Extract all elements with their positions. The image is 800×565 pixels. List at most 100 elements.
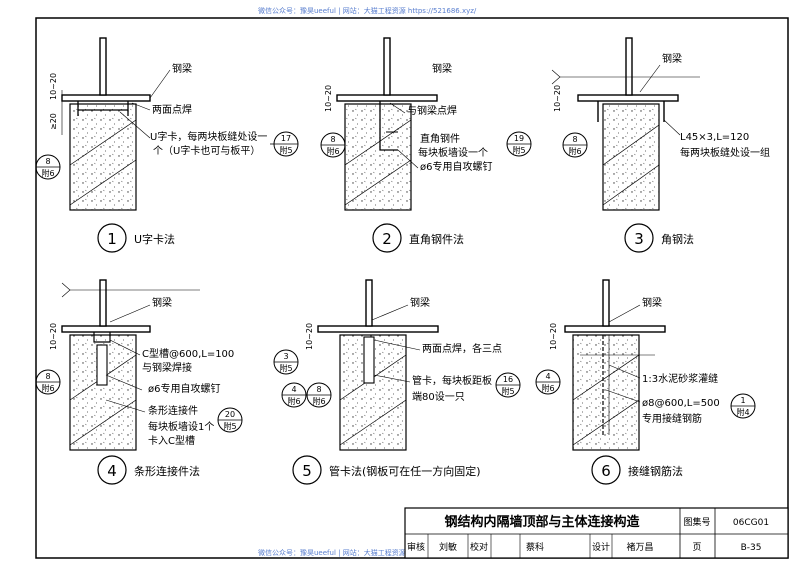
ref2-bot: 附5 [223, 421, 236, 431]
dim-a: 10~20 [549, 323, 558, 350]
label-bar2: 专用接缝钢筋 [642, 412, 702, 425]
label-n2: 卡入C型槽 [148, 434, 195, 447]
side-ref-top: 8 [45, 157, 50, 166]
side-ref-bot: 附6 [568, 146, 581, 156]
steel-beam-web [99, 37, 107, 96]
label-pipe: 管卡，每块板距板 [412, 374, 492, 387]
detail-title: 管卡法(钢板可在任一方向固定) [329, 464, 481, 478]
side-ref-bot: 附6 [541, 383, 554, 393]
steel-beam-flange [61, 94, 151, 102]
side-ref-bot: 附6 [326, 146, 339, 156]
detail-title: U字卡法 [134, 232, 175, 246]
strip-connector [96, 344, 108, 386]
steel-beam-web [383, 37, 391, 96]
detail-6: 钢梁 1:3水泥砂浆灌缝 ø8@600,L=500 专用接缝钢筋 1 附4 10… [535, 279, 756, 485]
ref-bot: 附5 [512, 145, 525, 155]
side-ref-top: 8 [330, 135, 335, 144]
atlas-label: 图集号 [683, 516, 710, 528]
label-note: 每块板墙设一个 [418, 146, 488, 159]
atlas-no: 06CG01 [733, 518, 769, 528]
watermark-bottom: 微信公众号：豫昊ueeful | 网站：大猫工程资源 https://52168… [258, 549, 477, 557]
side-ref2-bot: 附6 [312, 396, 325, 406]
ref-bot: 附5 [501, 386, 514, 396]
label-weld: 与钢梁点焊 [407, 104, 457, 117]
label-c1: C型槽@600,L=100 [142, 347, 234, 360]
label-screw: ø6专用自攻螺钉 [148, 382, 220, 395]
side-ref-bot: 附6 [41, 383, 54, 393]
wall-panel [69, 103, 137, 211]
detail-number: 4 [107, 462, 117, 480]
label-beam: 钢梁 [642, 296, 662, 309]
side-ref-top: 8 [572, 135, 577, 144]
label-beam: 钢梁 [152, 296, 172, 309]
label-note1: U字卡，每两块板缝处设一 [150, 130, 267, 143]
label-beam-ref: 钢梁 [432, 62, 452, 75]
page-no: B-35 [741, 543, 762, 553]
detail-title: 角钢法 [661, 232, 694, 246]
label-note: 每两块板缝处设一组 [680, 146, 770, 159]
label-angle: 直角钢件 [420, 132, 460, 145]
label-beam: 钢梁 [172, 62, 192, 75]
detail-number: 3 [634, 230, 644, 248]
label-strip: 条形连接件 [148, 404, 198, 417]
label-bar: ø8@600,L=500 [642, 398, 720, 409]
label-weld: 两面点焊，各三点 [422, 342, 502, 355]
steel-beam-flange [336, 94, 438, 102]
ref-top: 16 [503, 375, 513, 384]
steel-beam-flange [577, 94, 679, 102]
side-ref1-bot: 附6 [287, 396, 300, 406]
angle-steel [597, 101, 665, 122]
dim-a: 10~20 [305, 323, 314, 350]
label-n1: 每块板墙设1个 [148, 420, 214, 433]
review-name: 刘敏 [439, 541, 457, 553]
wall-panel [602, 103, 660, 211]
wall-panel [344, 103, 412, 211]
watermark-top: 微信公众号：豫昊ueeful | 网站：大猫工程资源 https://52168… [258, 7, 477, 15]
steel-beam-flange [564, 325, 666, 333]
dim-a: 10~20 [324, 85, 333, 112]
steel-beam-flange [317, 325, 439, 333]
steel-beam-web [625, 37, 633, 96]
check-name: 蔡科 [526, 541, 544, 553]
ref-top: 17 [281, 134, 291, 143]
label-c2: 与钢梁焊接 [142, 361, 192, 374]
ref2-top: 20 [225, 410, 235, 419]
label-angle: L45×3,L=120 [680, 132, 749, 143]
label-screw: ø6专用自攻螺钉 [420, 160, 492, 173]
label-beam: 钢梁 [410, 296, 430, 309]
detail-2: 钢梁 与钢梁点焊 直角钢件 每块板墙设一个 ø6专用自攻螺钉 19 附5 10~… [320, 37, 532, 253]
steel-beam-web [602, 279, 610, 327]
dim-a: 10~20 [49, 323, 58, 350]
detail-number: 5 [302, 462, 312, 480]
page-label: 页 [692, 542, 701, 553]
detail-4: 钢梁 C型槽@600,L=100 与钢梁焊接 ø6专用自攻螺钉 条形连接件 每块… [35, 279, 299, 485]
ref-top: 1 [740, 396, 745, 405]
ref-bot: 附5 [279, 145, 292, 155]
label-pipe2: 端80设一只 [412, 390, 465, 403]
detail-number: 1 [107, 230, 117, 248]
ref-top: 19 [514, 134, 524, 143]
pipe-clip [363, 336, 375, 384]
side-ref1-top: 4 [291, 385, 296, 394]
detail-3: 钢梁 L45×3,L=120 每两块板缝处设一组 10~20 8 附6 3 角钢… [551, 37, 770, 253]
wall-panel [572, 334, 640, 451]
label-weld: 两面点焊 [152, 104, 192, 116]
design-label: 设计 [592, 541, 610, 553]
design-name: 褚万昌 [626, 541, 653, 553]
detail-1: 钢梁 两面点焊 U字卡，每两块板缝处设一 个（U字卡也可与板平） 17 附5 1… [35, 37, 299, 253]
label-beam: 钢梁 [662, 52, 682, 65]
side-ref2-top: 8 [316, 385, 321, 394]
detail-title: 接缝钢筋法 [628, 464, 683, 478]
dim-a: 10~20 [553, 85, 562, 112]
dim-b: ≥20 [49, 113, 58, 130]
u-clip [77, 101, 129, 116]
c-channel [93, 332, 111, 343]
steel-beam-web [99, 279, 107, 327]
detail-number: 2 [382, 230, 392, 248]
angle-piece [379, 101, 398, 151]
ref1-top: 3 [283, 352, 288, 361]
title-block: 钢结构内隔墙顶部与主体连接构造 图集号 06CG01 页 B-35 审核 刘敏 … [404, 507, 789, 559]
detail-title: 条形连接件法 [134, 464, 200, 478]
